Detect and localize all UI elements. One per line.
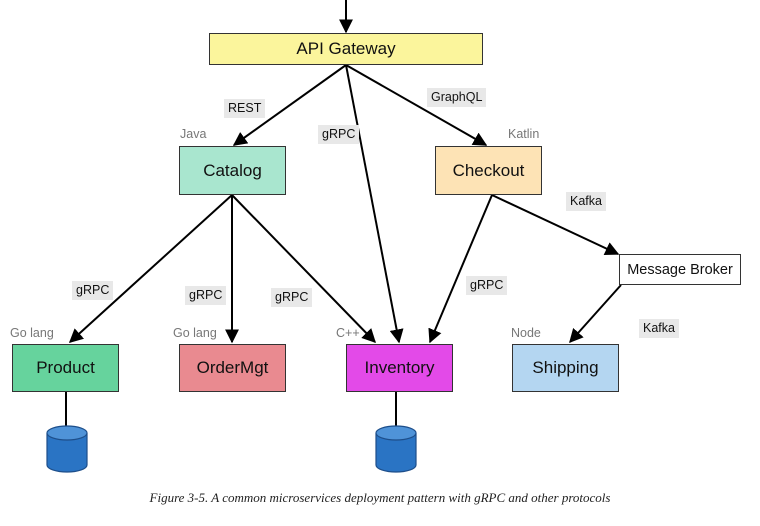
- inventory-database-icon: [375, 425, 417, 473]
- arrow-gateway-catalog: [232, 64, 347, 146]
- product-database-icon: [46, 425, 88, 473]
- message-broker-node: Message Broker: [619, 254, 741, 285]
- checkout-label: Checkout: [452, 160, 525, 180]
- protocol-tag-graphql: GraphQL: [427, 88, 487, 107]
- protocol-tag-kafka-broker-shipping: Kafka: [639, 319, 679, 338]
- protocol-tag-grpc-catalog-product: gRPC: [72, 281, 114, 300]
- product-language: Go lang: [10, 326, 54, 340]
- ordermgt-node: OrderMgt: [179, 344, 286, 392]
- shipping-node: Shipping: [512, 344, 619, 392]
- protocol-tag-grpc-gateway-inventory: gRPC: [318, 125, 360, 144]
- ordermgt-label: OrderMgt: [196, 358, 269, 377]
- arrow-checkout-broker: [491, 194, 620, 255]
- product-label: Product: [36, 358, 95, 377]
- message-broker-label: Message Broker: [627, 261, 733, 278]
- checkout-language: Katlin: [508, 127, 540, 141]
- inventory-label: Inventory: [364, 358, 435, 377]
- inventory-node: Inventory: [346, 344, 453, 392]
- catalog-language: Java: [180, 127, 207, 141]
- protocol-tag-grpc-checkout-inventory: gRPC: [466, 276, 508, 295]
- product-node: Product: [12, 344, 119, 392]
- arrow-catalog-product: [68, 194, 233, 343]
- shipping-language: Node: [511, 326, 541, 340]
- protocol-tag-grpc-catalog-inventory: gRPC: [271, 288, 313, 307]
- arrow-gateway-checkout: [345, 64, 488, 146]
- figure-caption: Figure 3-5. A common microservices deplo…: [149, 490, 611, 505]
- arrow-broker-shipping: [569, 284, 622, 344]
- arrow-checkout-inventory: [428, 194, 493, 344]
- ordermgt-language: Go lang: [173, 326, 217, 340]
- catalog-node: Catalog: [179, 146, 286, 195]
- api-gateway-node: API Gateway: [209, 33, 483, 65]
- arrow-catalog-inventory: [231, 194, 376, 344]
- inventory-language: C++: [336, 326, 360, 340]
- catalog-label: Catalog: [203, 160, 262, 180]
- arrow-gateway-inventory: [345, 64, 404, 344]
- protocol-tag-grpc-catalog-ordermgt: gRPC: [185, 286, 227, 305]
- protocol-tag-kafka-checkout-broker: Kafka: [566, 192, 606, 211]
- protocol-tag-rest: REST: [224, 99, 266, 118]
- api-gateway-label: API Gateway: [296, 39, 396, 58]
- shipping-label: Shipping: [532, 358, 599, 377]
- checkout-node: Checkout: [435, 146, 542, 195]
